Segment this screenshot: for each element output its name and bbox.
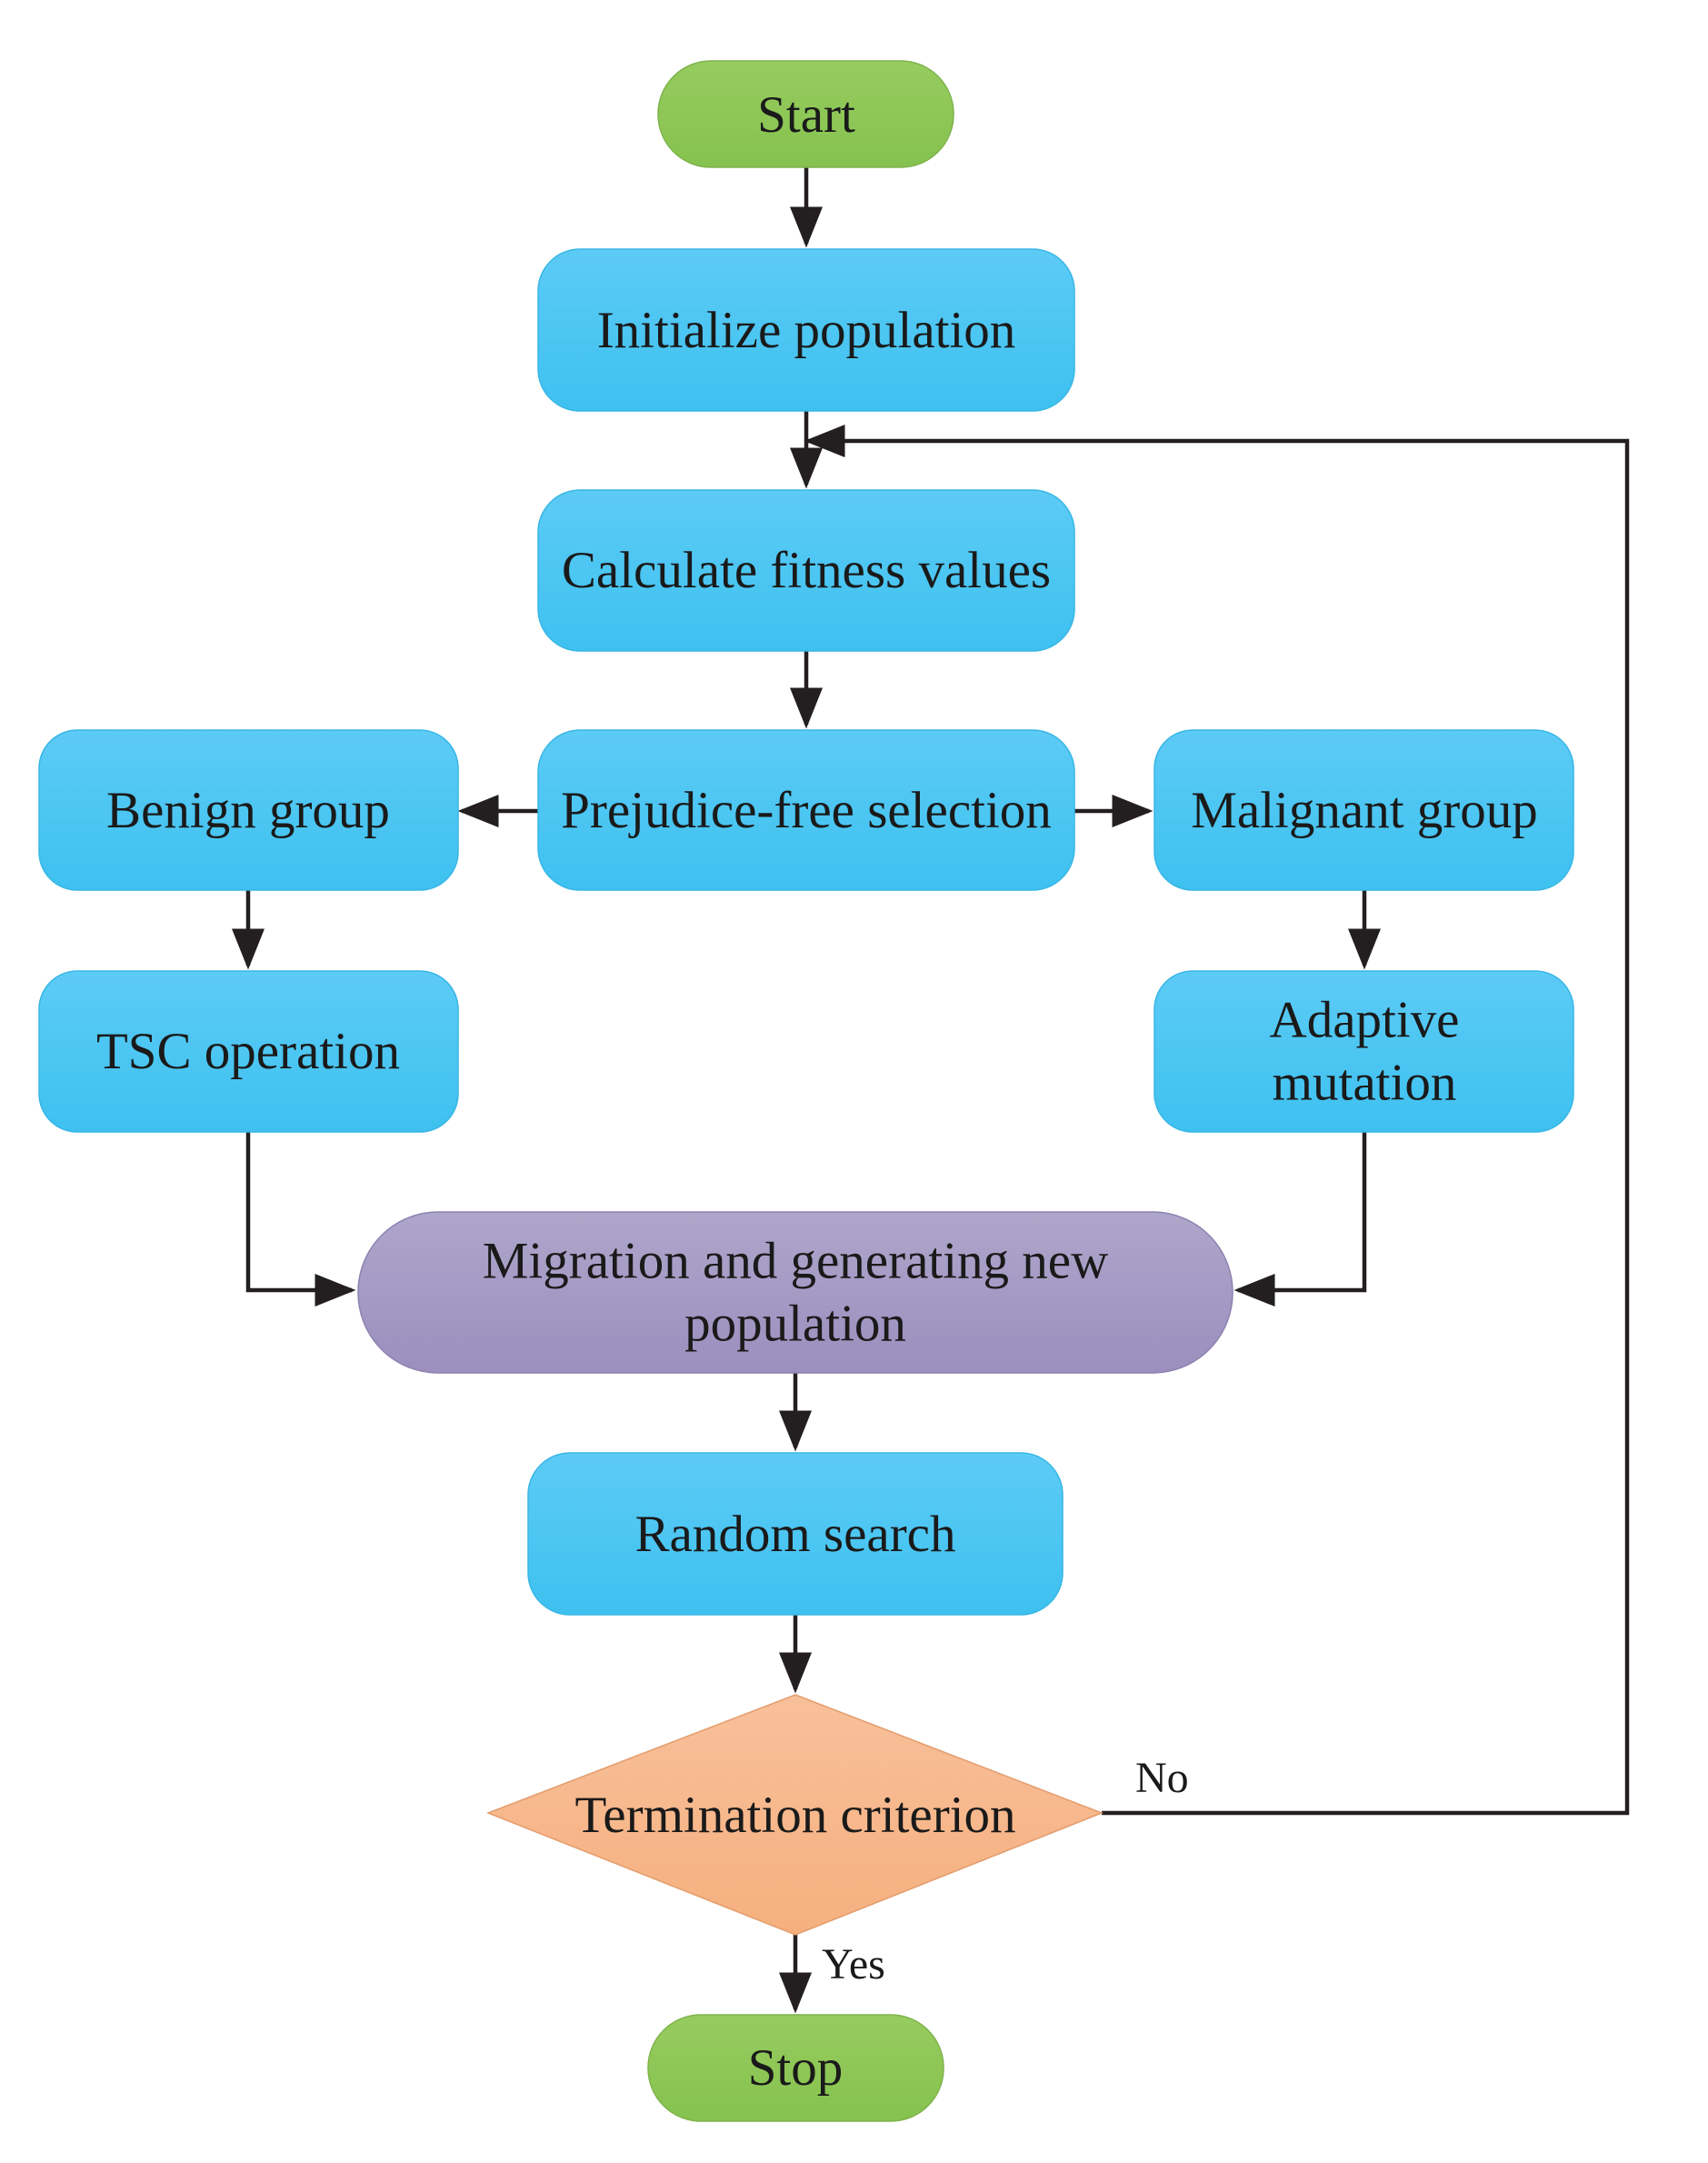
adaptive-label-line: Adaptive [1270,992,1460,1049]
node-adaptive-label: Adaptive mutation [1270,992,1460,1112]
node-calc-label: Calculate fitness values [562,542,1051,599]
node-tsc: TSC operation [38,970,459,1133]
node-adaptive: Adaptive mutation [1154,970,1574,1133]
migration-label-line: population [684,1296,906,1353]
connectors [232,167,1630,2014]
benign-label-line: Benign group [106,782,390,839]
node-termination: Termination criterion [485,1694,1104,1936]
stop-label-line: Stop [748,2039,844,2097]
init-label-line: Initialize population [597,302,1016,359]
node-start-label: Start [757,86,855,144]
start-label-line: Start [757,86,855,144]
node-stop-label: Stop [748,2039,844,2097]
edge-adaptive-migration [1234,1132,1367,1307]
node-tsc-label: TSC operation [96,1023,400,1080]
node-init-label: Initialize population [597,302,1016,359]
node-random-label: Random search [635,1506,956,1563]
edge-tsc-migration [245,1132,356,1307]
node-termination-label: Termination criterion [574,1787,1015,1844]
node-random: Random search [527,1452,1064,1616]
node-migration: Migration and generating new population [357,1211,1234,1374]
random-label-line: Random search [635,1506,956,1563]
node-malignant: Malignant group [1154,729,1574,891]
node-benign-label: Benign group [106,782,390,839]
node-malignant-label: Malignant group [1191,782,1538,839]
calc-label-line: Calculate fitness values [562,542,1051,599]
node-select-label: Prejudice-free selection [561,782,1052,839]
adaptive-label-line: mutation [1273,1055,1457,1112]
tsc-label-line: TSC operation [96,1023,400,1080]
edge-label-no: No [1135,1754,1189,1802]
node-calc: Calculate fitness values [537,489,1075,652]
malignant-label-line: Malignant group [1191,782,1538,839]
node-benign: Benign group [38,729,459,891]
edge-label-yes: Yes [822,1940,885,1988]
node-migration-label: Migration and generating new population [483,1233,1109,1353]
node-start: Start [657,60,954,168]
node-init: Initialize population [537,248,1075,412]
termination-label-line: Termination criterion [574,1787,1015,1844]
node-select: Prejudice-free selection [537,729,1075,891]
select-label-line: Prejudice-free selection [561,782,1052,839]
migration-label-line: Migration and generating new [483,1233,1109,1290]
node-stop: Stop [647,2014,944,2122]
edge-termination-loop-no [804,425,1630,1816]
